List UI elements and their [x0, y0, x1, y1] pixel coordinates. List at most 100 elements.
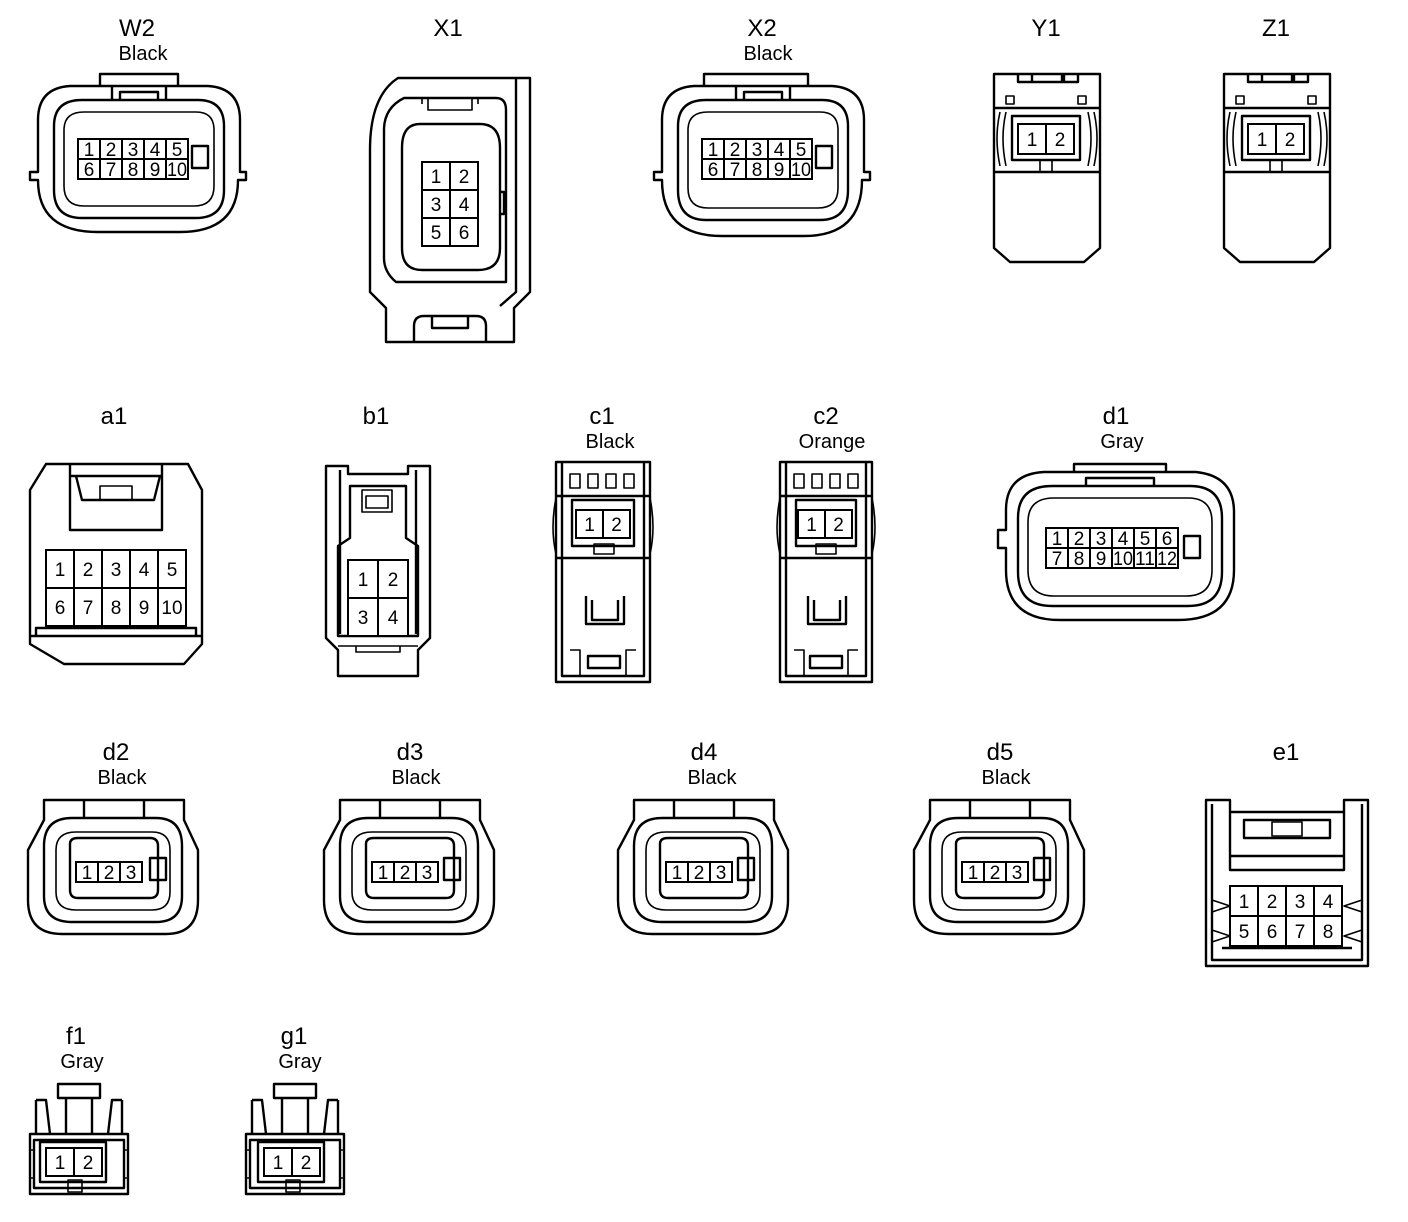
connector-code: d3 [397, 739, 424, 766]
connector-code: d5 [987, 739, 1014, 766]
connector-housing [28, 72, 248, 234]
pin-number: 9 [139, 598, 150, 619]
pin-number: 4 [774, 140, 785, 161]
pin-number: 2 [104, 863, 115, 884]
pin-number: 9 [774, 160, 785, 181]
pin-cell [45, 549, 75, 589]
pin-number: 2 [1074, 529, 1085, 550]
connector-code: Z1 [1262, 15, 1290, 42]
pin-cell [1275, 123, 1305, 155]
pin-cell [73, 1147, 103, 1177]
pin-number: 2 [990, 863, 1001, 884]
connector-housing [552, 460, 654, 684]
pin-cell [1229, 915, 1259, 947]
pin-number: 5 [431, 223, 442, 244]
pin-number: 7 [730, 160, 741, 181]
pin-number: 5 [167, 560, 178, 581]
pin-number: 11 [1135, 549, 1155, 570]
pin-number: 2 [730, 140, 741, 161]
connector-color: Black [98, 767, 148, 789]
pin-number: 3 [111, 560, 122, 581]
pin-number: 5 [1239, 922, 1250, 943]
pin-cell [789, 158, 813, 180]
connector-color: Black [744, 43, 794, 65]
pin-number: 2 [459, 167, 470, 188]
pin-number: 4 [1118, 529, 1129, 550]
pin-number: 2 [301, 1153, 312, 1174]
pin-cell [449, 189, 479, 219]
connector-housing [322, 798, 496, 936]
pin-number: 1 [708, 140, 719, 161]
pin-number: 3 [752, 140, 763, 161]
pin-number: 1 [968, 863, 979, 884]
pin-number: 7 [83, 598, 94, 619]
pin-cell [73, 587, 103, 627]
pin-number: 7 [1295, 922, 1306, 943]
pin-cell [119, 861, 143, 883]
pin-number: 6 [1267, 922, 1278, 943]
connector-housing [1222, 72, 1332, 264]
pin-cell [415, 861, 439, 883]
pin-number: 8 [752, 160, 763, 181]
pin-number: 8 [111, 598, 122, 619]
pin-number: 1 [378, 863, 389, 884]
pin-number: 3 [1012, 863, 1023, 884]
pin-number: 3 [358, 608, 369, 629]
pin-cell [602, 509, 631, 539]
pin-number: 1 [273, 1153, 284, 1174]
pin-number: 3 [422, 863, 433, 884]
pin-number: 1 [431, 167, 442, 188]
pin-number: 10 [167, 160, 187, 181]
connector-code: b1 [363, 403, 390, 430]
pin-number: 10 [161, 598, 182, 619]
connector-code: c1 [589, 403, 614, 430]
pin-cell [709, 861, 733, 883]
pin-cell [377, 597, 409, 637]
pin-cell [449, 161, 479, 191]
pin-number: 2 [611, 515, 622, 536]
pin-number: 5 [172, 140, 183, 161]
pin-number: 4 [459, 195, 470, 216]
pin-cell [157, 587, 187, 627]
connector-code: e1 [1273, 739, 1300, 766]
connector-housing [992, 72, 1102, 264]
pin-number: 8 [1074, 549, 1085, 570]
pin-number: 3 [126, 863, 137, 884]
pin-number: 2 [388, 570, 399, 591]
pin-cell [157, 549, 187, 589]
connector-code: Y1 [1031, 15, 1060, 42]
pin-number: 4 [150, 140, 161, 161]
connector-housing [652, 72, 872, 238]
connector-code: d4 [691, 739, 718, 766]
pin-number: 3 [1295, 892, 1306, 913]
connector-code: d1 [1103, 403, 1130, 430]
pin-number: 1 [84, 140, 95, 161]
pin-cell [575, 509, 604, 539]
pin-number: 1 [1052, 529, 1063, 550]
pin-cell [421, 161, 451, 191]
connector-code: d2 [103, 739, 130, 766]
pin-number: 3 [128, 140, 139, 161]
pin-cell [1247, 123, 1277, 155]
